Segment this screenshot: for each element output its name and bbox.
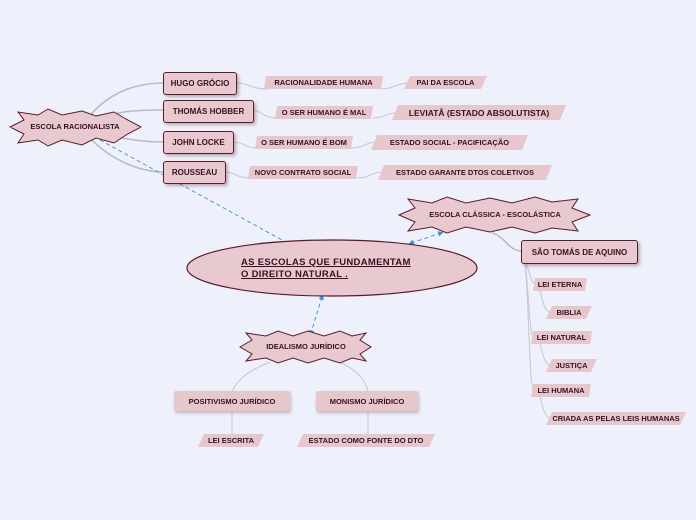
central-title-line2: O DIREITO NATURAL . xyxy=(241,269,349,280)
idea-mal[interactable]: O SER HUMANO É MAL xyxy=(281,108,367,117)
thinker-sao-tomas[interactable]: SÃO TOMÁS DE AQUINO xyxy=(521,240,638,264)
tag-estado-fonte xyxy=(297,434,435,447)
idea-contrato[interactable]: NOVO CONTRATO SOCIAL xyxy=(254,168,352,177)
tag-mal xyxy=(275,106,373,119)
classica-label[interactable]: ESCOLA CLÁSSICA - ESCOLÁSTICA xyxy=(429,210,561,219)
tag-lei-escrita xyxy=(198,434,264,447)
tag-criada xyxy=(546,412,686,425)
central-title: AS ESCOLAS QUE FUNDAMENTAM O DIREITO NAT… xyxy=(241,257,411,281)
tag-pai xyxy=(404,76,487,89)
central-ellipse xyxy=(186,239,478,297)
tag-biblia xyxy=(546,306,592,319)
lei-humana-detail[interactable]: CRIADA AS PELAS LEIS HUMANAS xyxy=(552,414,680,423)
thinker-thomas-hobber[interactable]: THOMÁS HOBBER xyxy=(163,100,254,123)
tag-humana xyxy=(531,384,591,397)
tag-contrato xyxy=(248,166,358,179)
result-leviata[interactable]: LEVIATÃ (ESTADO ABSOLUTISTA) xyxy=(408,107,550,118)
thinker-john-locke[interactable]: JOHN LOCKE xyxy=(163,131,234,154)
tag-social xyxy=(371,135,528,150)
tag-bom xyxy=(255,136,353,149)
idea-racionalidade[interactable]: RACIONALIDADE HUMANA xyxy=(274,78,373,87)
monismo-box[interactable]: MONISMO JURÍDICO xyxy=(316,391,418,411)
lei-eterna-detail[interactable]: BIBLIA xyxy=(556,308,582,317)
tag-leviata xyxy=(392,105,566,120)
idea-bom[interactable]: O SER HUMANO É BOM xyxy=(261,138,347,147)
positivismo-detail[interactable]: LEI ESCRITA xyxy=(207,436,255,445)
tag-racionalidade xyxy=(264,76,383,89)
thinker-hugo-grocio[interactable]: HUGO GRÓCIO xyxy=(163,72,237,95)
tag-garante xyxy=(378,165,552,180)
thinker-rousseau[interactable]: ROUSSEAU xyxy=(163,161,226,184)
idealismo-label[interactable]: IDEALISMO JURÍDICO xyxy=(266,342,346,351)
lei-natural[interactable]: LEI NATURAL xyxy=(536,333,587,342)
result-social[interactable]: ESTADO SOCIAL - PACIFICAÇÃO xyxy=(389,138,510,147)
result-garante[interactable]: ESTADO GARANTE DTOS COLETIVOS xyxy=(395,168,535,177)
result-pai[interactable]: PAI DA ESCOLA xyxy=(416,78,475,87)
positivismo-box[interactable]: POSITIVISMO JURÍDICO xyxy=(174,391,290,411)
racionalista-star xyxy=(8,108,143,147)
tag-justica xyxy=(546,359,597,372)
lei-eterna[interactable]: LEI ETERNA xyxy=(537,280,583,289)
idealismo-star xyxy=(239,330,372,364)
monismo-detail[interactable]: ESTADO COMO FONTE DO DTO xyxy=(308,436,424,445)
racionalista-label[interactable]: ESCOLA RACIONALISTA xyxy=(30,122,120,131)
classica-star xyxy=(397,196,592,234)
lei-natural-detail[interactable]: JUSTIÇA xyxy=(555,361,588,370)
tag-natural xyxy=(531,331,592,344)
tag-eterna xyxy=(533,278,587,291)
lei-humana[interactable]: LEI HUMANA xyxy=(537,386,585,395)
central-title-line1: AS ESCOLAS QUE FUNDAMENTAM xyxy=(241,257,411,268)
